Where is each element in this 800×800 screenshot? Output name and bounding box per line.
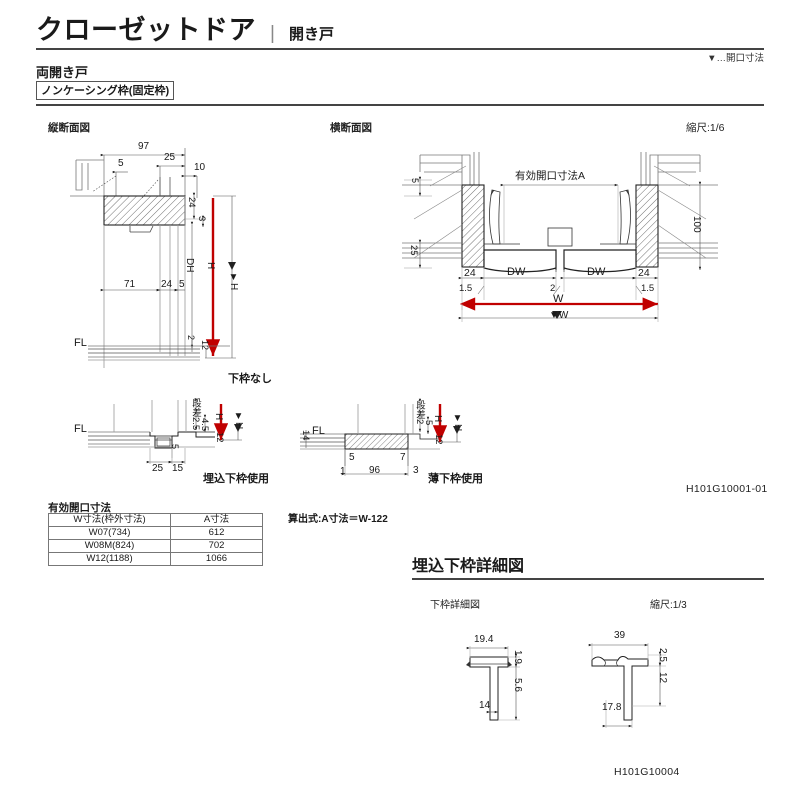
dim-7-thin: 7 <box>400 452 406 463</box>
table-cell: W08M(824) <box>48 539 171 553</box>
dim-H-triangle: ▼H <box>228 272 239 291</box>
table-cell: 612 <box>170 526 263 540</box>
table-header-cell: W寸法(枠外寸法) <box>48 513 171 527</box>
dim-12-embedded: 12 <box>214 432 225 443</box>
fl-label-1: FL <box>74 337 87 349</box>
header-subtitle: 開き戸 <box>288 26 334 43</box>
dim-24-low: 24 <box>161 279 173 290</box>
dim-H-tri-thin: ▼H <box>452 413 463 432</box>
dim-5-low: 5 <box>179 279 185 290</box>
dim-17_8: 17.8 <box>602 702 622 713</box>
dim-1-thin: 1 <box>340 466 346 477</box>
table-cell: W12(1188) <box>48 552 171 566</box>
fl-label-2: FL <box>74 423 87 435</box>
page-header: クローゼットドア | 開き戸 <box>36 8 334 47</box>
vertical-section-label: 縦断面図 <box>48 122 90 134</box>
table-caption: 有効開口寸法 <box>48 502 111 514</box>
scale-main-label: 縮尺:1/6 <box>686 122 725 134</box>
dim-H: H <box>205 262 216 270</box>
dim-2_5: 2.5 <box>657 648 668 662</box>
detail-section-title: 埋込下枠詳細図 <box>412 558 525 575</box>
header-divider <box>36 48 764 50</box>
table-cell: 702 <box>170 539 263 553</box>
dim-W-triangle: ▼W <box>549 310 569 321</box>
drawing-code-main: H101G10001-01 <box>686 483 768 495</box>
dim-71: 71 <box>124 279 136 290</box>
dim-24-right: 24 <box>638 267 650 279</box>
dim-15-embedded: 15 <box>172 463 184 474</box>
dim-step-2_5: 段差2.5 <box>190 398 201 431</box>
fl-label-3: FL <box>312 425 325 437</box>
drawing-code-detail: H101G10004 <box>614 766 680 778</box>
caption-embedded-sill: 埋込下枠使用 <box>203 473 269 485</box>
dim-W: W <box>553 293 564 305</box>
table-row: W07(734) 612 <box>48 526 263 540</box>
dim-12-thin: 12 <box>433 434 444 445</box>
scale-detail-label: 縮尺:1/3 <box>650 600 687 611</box>
table-header-cell: A寸法 <box>170 513 263 527</box>
opening-dimension-note: ▼…開口寸法 <box>707 53 764 64</box>
detail-section-divider <box>412 578 764 580</box>
page-title: クローゼットドア <box>36 15 256 45</box>
dim-1_5-left: 1.5 <box>459 283 473 294</box>
detail-sub-label: 下枠詳細図 <box>430 600 480 611</box>
dim-step-2: 段差2 <box>414 400 425 425</box>
table-row: W12(1188) 1066 <box>48 552 263 566</box>
dim-25: 25 <box>164 152 176 163</box>
dim-5-thin: 5 <box>349 452 355 463</box>
dim-100: 100 <box>691 216 702 233</box>
dim-H-thin: H <box>432 415 443 423</box>
dim-97: 97 <box>138 141 150 152</box>
table-cell: W07(734) <box>48 526 171 540</box>
horizontal-section-label: 横断面図 <box>330 122 372 134</box>
dim-DH: DH <box>184 258 195 273</box>
frame-type-badge: ノンケーシング枠(固定枠) <box>36 81 175 100</box>
dim-5_6: 5.6 <box>512 678 523 692</box>
dim-5-horizontal: 5 <box>410 178 420 184</box>
caption-no-sill: 下枠なし <box>228 373 272 385</box>
header-separator: | <box>270 23 275 44</box>
caption-thin-sill: 薄下枠使用 <box>428 473 483 485</box>
effective-opening-table: W寸法(枠外寸法) A寸法 W07(734) 612 W08M(824) 702… <box>48 513 263 566</box>
dim-2-sill: 2 <box>186 335 196 341</box>
dim-12-sill: 12 <box>200 340 210 351</box>
table-header-row: W寸法(枠外寸法) A寸法 <box>48 513 263 527</box>
section-divider <box>36 104 764 106</box>
dim-3-head: 3 <box>196 216 207 222</box>
section-title: 両開き戸 <box>36 65 89 80</box>
dim-10: 10 <box>194 162 206 173</box>
dim-3-thin: 3 <box>413 465 419 476</box>
dim-H-embedded: H <box>213 413 224 421</box>
dim-4_5: 4.5 <box>199 418 210 432</box>
dim-5-top: 5 <box>118 158 124 169</box>
dim-DW-left: DW <box>507 266 526 278</box>
dim-19_4: 19.4 <box>474 634 494 645</box>
dim-2-center: 2 <box>550 283 556 294</box>
dim-24-head: 24 <box>186 197 197 208</box>
dim-14-detail: 14 <box>479 700 491 711</box>
dim-12-detail: 12 <box>657 672 668 684</box>
dim-24-left: 24 <box>464 267 476 279</box>
dim-5b-thin: 5 <box>423 420 434 426</box>
dim-1_5-right: 1.5 <box>641 283 655 294</box>
table-cell: 1066 <box>170 552 263 566</box>
formula-text: 算出式:A寸法＝W-122 <box>288 514 388 525</box>
dim-25-horizontal: 25 <box>408 245 419 256</box>
dim-H-tri-embedded: ▼H <box>233 411 244 430</box>
label-effective-opening-A: 有効開口寸法A <box>515 170 586 182</box>
dim-DW-right: DW <box>587 266 606 278</box>
dim-1_9: 1.9 <box>512 650 523 664</box>
dim-25-embedded: 25 <box>152 463 164 474</box>
dim-39: 39 <box>614 630 626 641</box>
dim-14-thin: 14 <box>300 430 311 441</box>
table-row: W08M(824) 702 <box>48 539 263 553</box>
dim-5-embedded: 5 <box>170 444 180 450</box>
dim-96-thin: 96 <box>369 465 381 476</box>
